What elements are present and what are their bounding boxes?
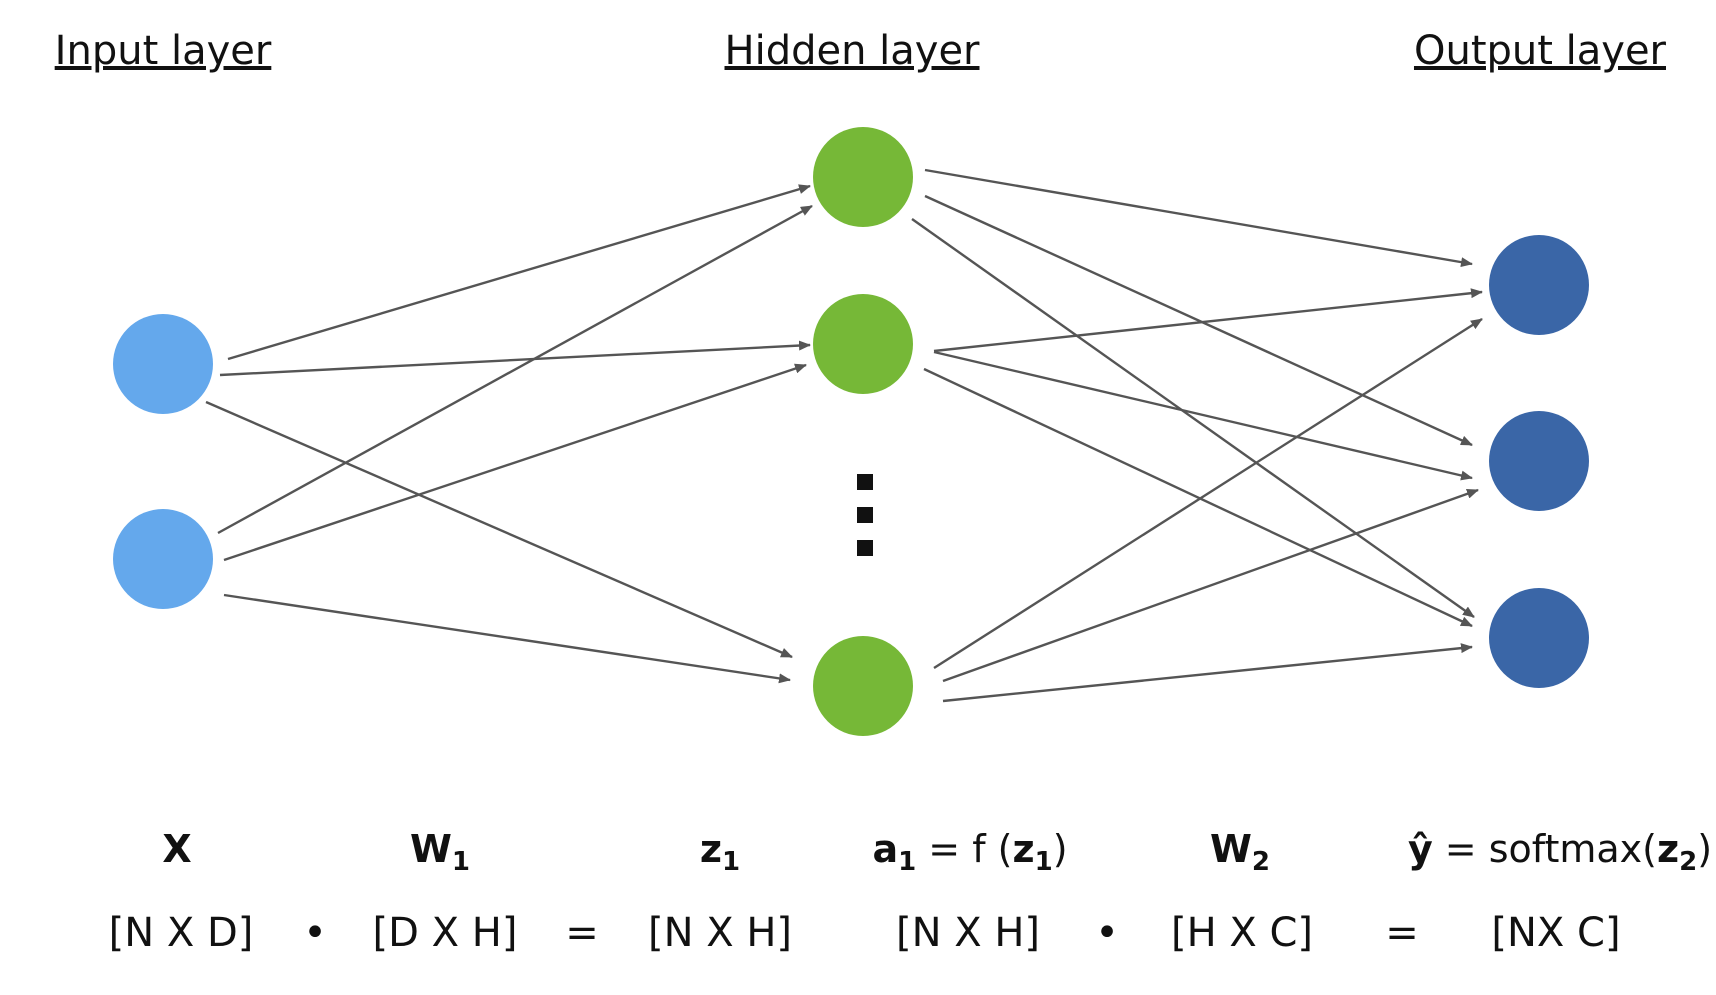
formula-yhat-symbol: ŷ [1408, 827, 1433, 871]
dims-equals-1: = [565, 910, 599, 956]
edge-h1-o3 [911, 218, 1475, 618]
formula-z1: z1 [700, 827, 740, 877]
dims-dot-2: • [1095, 910, 1119, 956]
dims-a1: [N X H] [896, 910, 1040, 956]
formula-w2-symbol: W [1210, 827, 1252, 871]
edge-i2-h3 [223, 593, 791, 684]
edge-h3-o3 [942, 643, 1473, 703]
formula-w2-subscript: 2 [1252, 847, 1270, 877]
formula-a1-close: ) [1053, 827, 1068, 871]
output-layer-title: Output layer [1414, 28, 1667, 74]
formula-yhat-z: z [1657, 827, 1679, 871]
formula-a1-z-subscript: 1 [1035, 847, 1053, 877]
formula-yhat-softmax: = softmax( [1433, 827, 1657, 871]
hidden-node-2 [813, 294, 913, 394]
ellipsis-dot-3 [857, 540, 873, 556]
formula-a1-z: z [1012, 827, 1034, 871]
dims-equals-2: = [1385, 910, 1419, 956]
edge-h3-o2 [942, 488, 1479, 683]
dims-x: [N X D] [109, 910, 254, 956]
formula-w1-subscript: 1 [452, 847, 470, 877]
hidden-layer-title: Hidden layer [725, 28, 981, 74]
edge-h1-o2 [924, 194, 1473, 447]
input-node-1 [113, 314, 213, 414]
output-node-1 [1489, 235, 1589, 335]
dims-dot-1: • [303, 910, 327, 956]
edge-i1-h3 [205, 400, 793, 659]
formula-x-symbol: X [162, 827, 191, 871]
formula-z1-symbol: z [700, 827, 722, 871]
input-layer-title: Input layer [55, 28, 272, 74]
formula-a1-subscript: 1 [898, 847, 916, 877]
dims-y: [NX C] [1491, 910, 1620, 956]
edge-i2-h1 [217, 204, 813, 535]
dims-w1: [D X H] [373, 910, 518, 956]
hidden-node-1 [813, 127, 913, 227]
formula-w1-symbol: W [410, 827, 452, 871]
formula-yhat: ŷ = softmax(z2) [1408, 827, 1712, 877]
hidden-ellipsis-dots [857, 474, 873, 556]
formula-a1: a1 = f (z1) [872, 827, 1067, 877]
edge-h2-o3 [923, 367, 1473, 628]
formula-yhat-close: ) [1697, 827, 1712, 871]
ellipsis-dot-1 [857, 474, 873, 490]
hidden-node-3 [813, 636, 913, 736]
edge-h1-o1 [924, 168, 1473, 268]
edge-h3-o1 [933, 317, 1483, 670]
output-node-3 [1489, 588, 1589, 688]
formula-a1-function: = f ( [916, 827, 1012, 871]
input-hidden-edges [205, 184, 813, 684]
formula-w2: W2 [1210, 827, 1270, 877]
edge-h2-o2 [933, 350, 1473, 481]
output-node-2 [1489, 411, 1589, 511]
edge-i1-h1 [227, 184, 811, 361]
formula-yhat-z-subscript: 2 [1679, 847, 1697, 877]
edge-i1-h2 [219, 340, 811, 377]
ellipsis-dot-2 [857, 507, 873, 523]
input-node-2 [113, 509, 213, 609]
formula-w1: W1 [410, 827, 470, 877]
formula-z1-subscript: 1 [722, 847, 740, 877]
edge-i2-h2 [223, 363, 807, 562]
formula-x: X [162, 827, 191, 871]
edge-h2-o1 [933, 288, 1483, 353]
formula-a1-symbol: a [872, 827, 898, 871]
dims-z1: [N X H] [648, 910, 792, 956]
hidden-output-edges [911, 168, 1483, 703]
dims-w2: [H X C] [1171, 910, 1313, 956]
